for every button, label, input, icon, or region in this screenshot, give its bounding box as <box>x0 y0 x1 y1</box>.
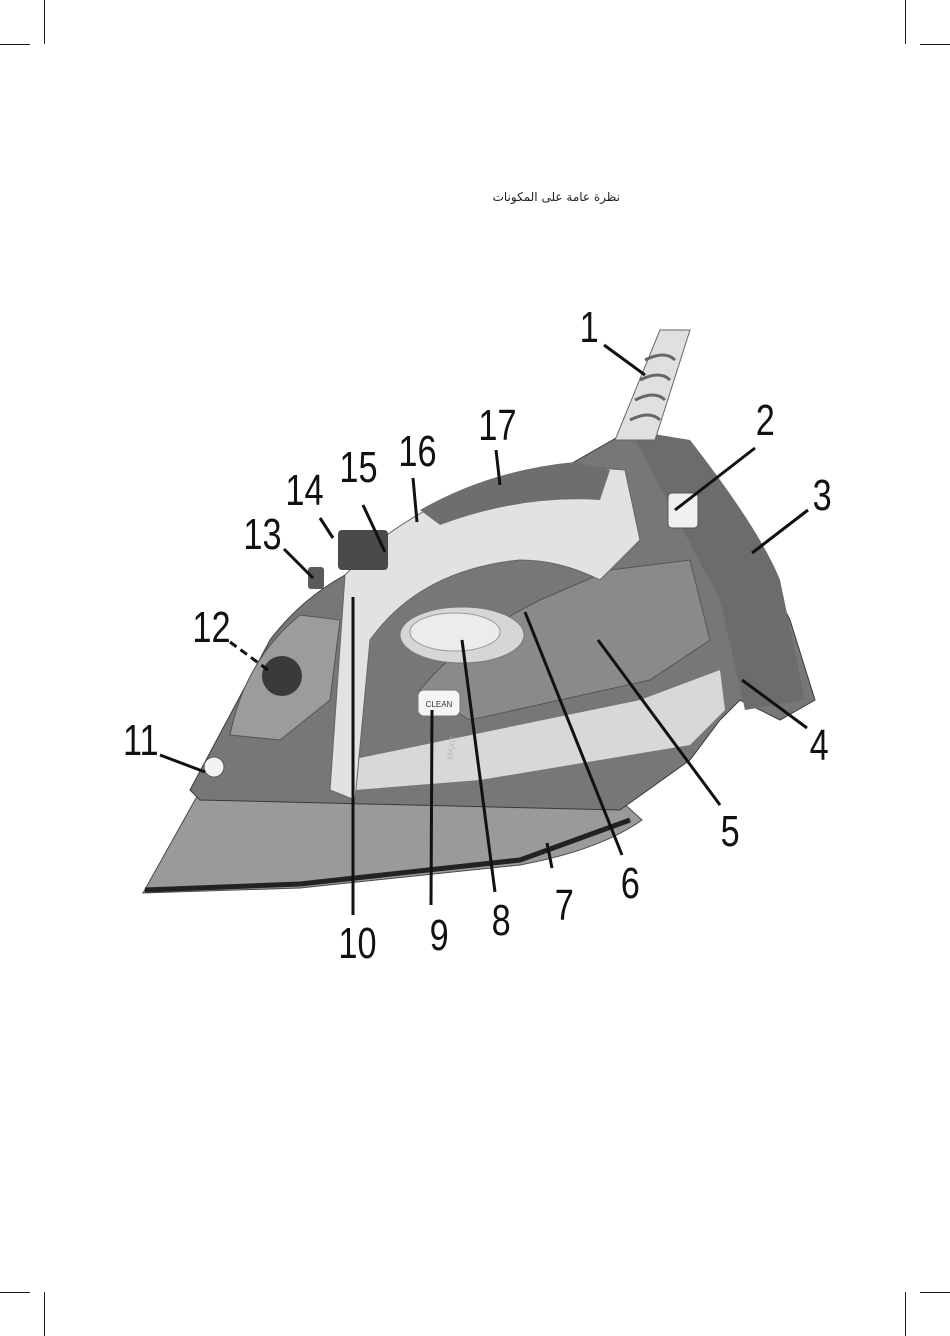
callout-4: 4 <box>810 721 829 770</box>
callout-2: 2 <box>756 396 775 445</box>
leader-line <box>431 710 432 905</box>
spray-nozzle <box>204 757 224 777</box>
callout-9: 9 <box>430 911 449 960</box>
leader-line <box>320 518 333 538</box>
callout-11: 11 <box>123 716 159 765</box>
leader-line <box>413 478 417 522</box>
callout-5: 5 <box>721 807 740 856</box>
callout-3: 3 <box>813 471 832 520</box>
callout-14: 14 <box>285 466 323 515</box>
temperature-dial-inner <box>410 613 500 651</box>
filling-opening <box>262 656 302 696</box>
callout-15: 15 <box>339 443 377 492</box>
callout-16: 16 <box>398 427 436 476</box>
leader-line <box>752 510 808 553</box>
clean-button-label: CLEAN <box>426 700 453 709</box>
callout-12: 12 <box>192 603 230 652</box>
leader-line <box>604 345 645 375</box>
callout-1: 1 <box>580 303 599 352</box>
cord-strain-relief <box>615 330 690 440</box>
callout-17: 17 <box>478 401 516 450</box>
callout-13: 13 <box>243 510 281 559</box>
spray-button <box>308 567 324 589</box>
leader-line <box>160 755 205 772</box>
callout-8: 8 <box>492 896 511 945</box>
callout-6: 6 <box>621 859 640 908</box>
leader-line <box>284 549 313 578</box>
steam-button <box>338 530 388 570</box>
callout-10: 10 <box>338 919 376 968</box>
callout-7: 7 <box>555 881 574 930</box>
self-clean-switch <box>668 493 698 528</box>
